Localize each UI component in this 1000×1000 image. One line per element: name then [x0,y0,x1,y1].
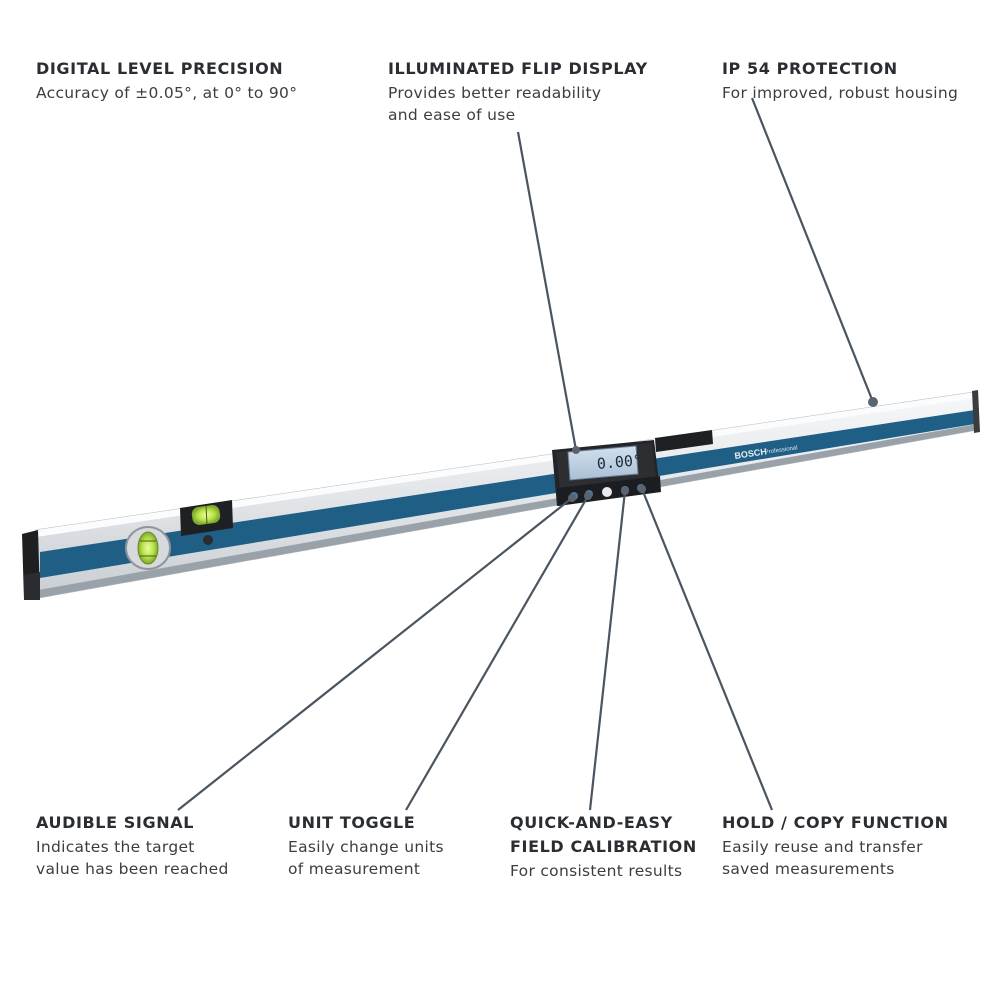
leader-dot-audible [568,494,576,502]
hanging-hole [203,535,213,545]
leader-calib [588,490,627,811]
leader-dot-calib [621,487,629,495]
callout-text: For consistent results [510,862,683,880]
callout-title: AUDIBLE SIGNAL [36,813,194,832]
level-stripe [40,410,975,578]
callout-text: and ease of use [388,106,516,124]
callout-title: UNIT TOGGLE [288,813,416,832]
leader-dot-unit [584,492,592,500]
callout-field-calibration: QUICK-AND-EASY FIELD CALIBRATION For con… [510,812,697,882]
right-end-cap [972,390,980,433]
brand-label: BOSCH [734,446,768,461]
callout-text: For improved, robust housing [722,84,959,102]
callout-hold-copy-function: HOLD / COPY FUNCTION Easily reuse and tr… [722,812,949,880]
leader-hold [640,488,774,811]
leader-dot-hold [638,485,646,493]
left-end-cap [22,530,40,600]
flip-display-housing [552,440,661,506]
callout-text: Accuracy of ±0.05°, at 0° to 90° [36,84,298,102]
leader-display [516,131,578,451]
callout-title: IP 54 PROTECTION [722,59,898,78]
callout-illuminated-flip-display: ILLUMINATED FLIP DISPLAY Provides better… [388,58,648,126]
power-button[interactable] [602,487,612,497]
callout-text: saved measurements [722,860,895,878]
callout-ip54-protection: IP 54 PROTECTION For improved, robust ho… [722,58,958,104]
leader-dots [568,397,878,502]
callout-title: ILLUMINATED FLIP DISPLAY [388,59,648,78]
callout-title: QUICK-AND-EASY [510,813,673,832]
leader-dot-display [572,446,580,454]
callout-text: of measurement [288,860,421,878]
leader-dot-ip [868,397,878,407]
callout-unit-toggle: UNIT TOGGLE Easily change units of measu… [288,812,444,880]
leader-lines [177,97,875,811]
callout-digital-level-precision: DIGITAL LEVEL PRECISION Accuracy of ±0.0… [36,58,297,104]
horizontal-vial [180,500,233,536]
lcd-screen [567,445,639,481]
callout-text: Provides better readability [388,84,602,102]
callout-title: DIGITAL LEVEL PRECISION [36,59,284,78]
leader-unit [405,495,589,811]
level-body: 0.00° BOSCH Professional [22,390,980,600]
callout-audible-signal: AUDIBLE SIGNAL Indicates the target valu… [36,812,229,880]
series-label: Professional [764,445,798,456]
leader-audible [177,497,573,811]
display-hinge [655,430,713,452]
callout-text: Easily change units [288,838,444,856]
leader-ip [750,97,875,403]
callout-text: Indicates the target [36,838,195,856]
callout-text: Easily reuse and transfer [722,838,923,856]
lcd-reading: 0.00° [596,451,643,473]
callout-title: FIELD CALIBRATION [510,837,697,856]
callout-title: HOLD / COPY FUNCTION [722,813,949,832]
callout-text: value has been reached [36,860,229,878]
circular-vial [125,526,171,570]
